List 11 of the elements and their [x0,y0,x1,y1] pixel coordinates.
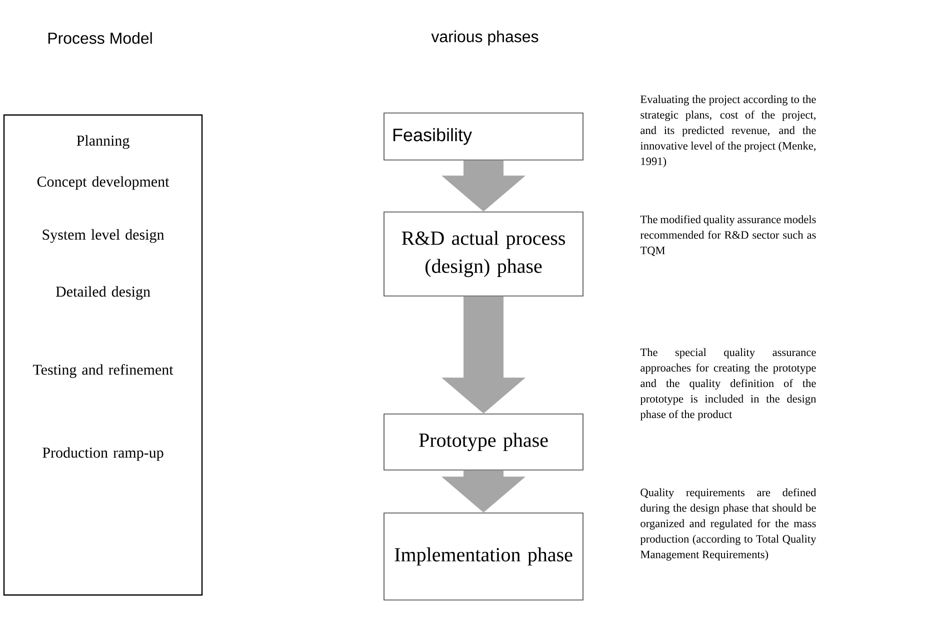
phase-description: Evaluating the project according to the strategic plans, cost of the project, and its predicted revenue, and the innovative level of the project (Menke, 1991) [640,95,816,168]
phase-box: Feasibility [384,112,584,160]
phase-description: The modified quality assurance models recommended for R&D sector such as TQM [640,215,816,256]
phase-box: Prototype phase [384,414,584,470]
column-heading: Process Model [48,32,152,44]
phase-description: Quality requirements are defined during the design phase that should be organized and regulated for the mass production (according to Total Quality Management Requirements) [640,488,816,561]
phase-description: The special quality assurance approaches for creating the prototype and the quality definition of the prototype is included in the design phase of the product [640,348,816,420]
phase-box: R&D actual process (design) phase [384,212,584,296]
phase-list-box: Planning Concept development System level design Detailed design Testing and refinement Production ramp-up [3,114,203,596]
phase-box: Implementation phase [384,512,584,600]
column-heading: various phases [431,30,538,46]
